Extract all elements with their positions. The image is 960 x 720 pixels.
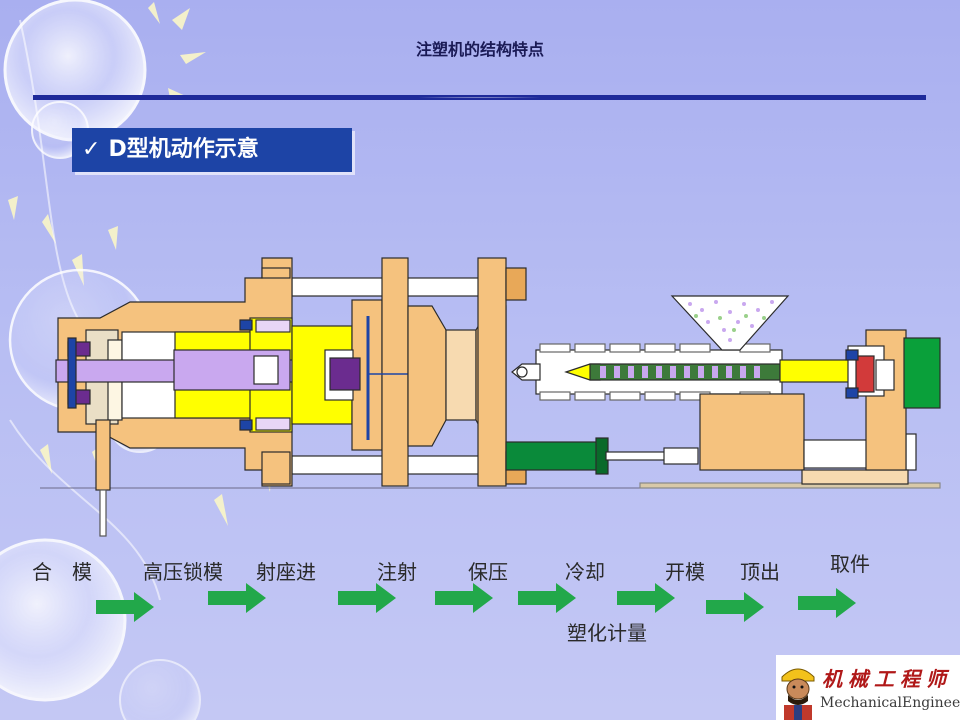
subtitle-box: ✓ D型机动作示意: [72, 128, 352, 172]
step-label-close-mold: 合 模: [32, 560, 92, 584]
logo-chinese-text: 机械工程师: [822, 667, 952, 691]
step-label-high-pressure-lock: 高压锁模: [143, 560, 223, 584]
checkmark-icon: ✓: [82, 137, 101, 162]
arrow-right-icon: [208, 583, 266, 613]
title-underline-highlight: [33, 95, 926, 100]
arrow-right-icon: [338, 583, 396, 613]
brand-logo: 机械工程师 MechanicalEngineers: [776, 655, 960, 720]
slide-title: 注塑机的结构特点: [415, 40, 544, 59]
engineer-mascot-icon: [781, 668, 815, 720]
arrow-right-icon: [617, 583, 675, 613]
step-label-eject: 顶出: [740, 560, 780, 584]
step-label-plasticize-meter: 塑化计量: [567, 621, 647, 645]
step-label-carriage-forward: 射座进: [256, 560, 316, 584]
arrow-right-icon: [706, 592, 764, 622]
arrow-right-icon: [96, 592, 154, 622]
step-label-hold-pressure: 保压: [468, 560, 508, 584]
step-label-open-mold: 开模: [665, 560, 705, 584]
logo-english-text: MechanicalEngineers: [820, 695, 960, 711]
step-label-inject: 注射: [377, 560, 417, 584]
step-label-take-part: 取件: [830, 552, 870, 576]
subtitle-text: D型机动作示意: [108, 137, 259, 162]
arrow-right-icon: [798, 588, 856, 618]
arrow-right-icon: [435, 583, 493, 613]
arrow-right-icon: [518, 583, 576, 613]
step-label-cooling: 冷却: [565, 560, 605, 584]
